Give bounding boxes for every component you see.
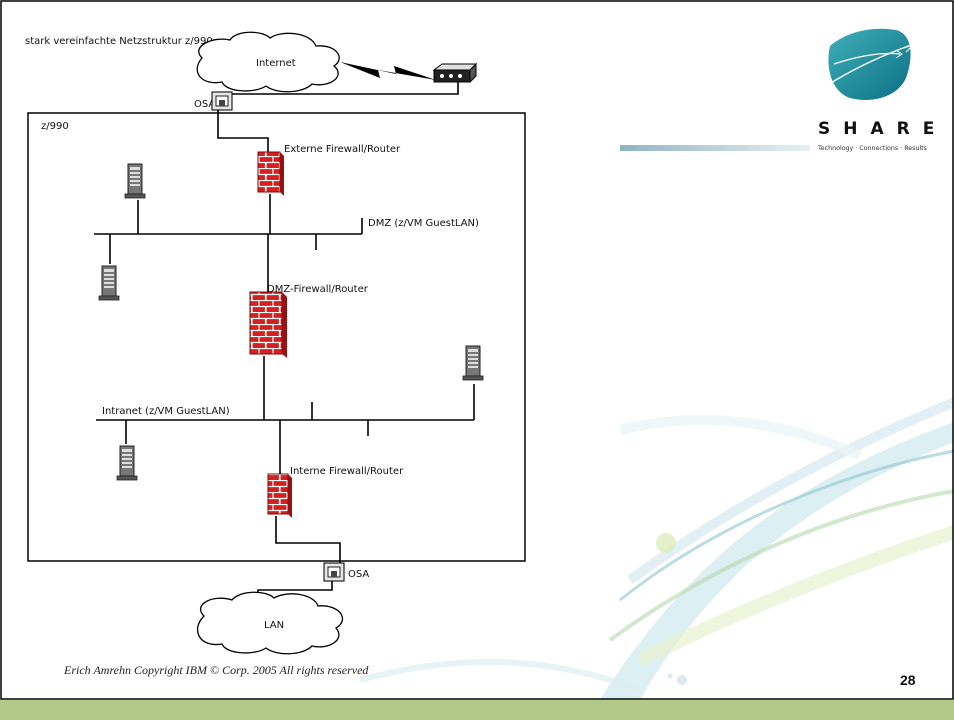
footer-copyright: Erich Amrehn Copyright IBM © Corp. 2005 … [64, 662, 394, 678]
dmz-firewall-icon [250, 292, 287, 358]
intranet-server-icon [117, 446, 137, 480]
page-number: 28 [900, 672, 916, 688]
share-tagline: Technology · Connections · Results [817, 145, 927, 152]
osa-bottom-icon [324, 563, 344, 581]
lan-label: LAN [264, 620, 284, 631]
logo-gradient-bar [620, 145, 810, 151]
internal-firewall-label: Interne Firewall/Router [290, 466, 404, 477]
bottom-color-band [0, 700, 954, 720]
share-logo [820, 29, 914, 100]
mainframe-label: z/990 [41, 121, 69, 132]
internal-firewall-icon [268, 474, 292, 518]
osa-top-icon [212, 92, 232, 110]
lightning-icon [340, 62, 436, 80]
intranet-server-icon [463, 346, 483, 380]
dmz-server-icon [125, 164, 145, 198]
decorative-waves [360, 400, 954, 700]
external-firewall-icon [258, 152, 284, 196]
dmz-lan-label: DMZ (z/VM GuestLAN) [368, 218, 479, 229]
dmz-firewall-label: DMZ-Firewall/Router [267, 284, 369, 295]
diagram-title: stark vereinfachte Netzstruktur z/990 [25, 36, 213, 47]
modem-icon [434, 64, 476, 82]
osa-bottom-label: OSA [348, 569, 369, 580]
internet-label: Internet [256, 58, 296, 69]
intranet-lan-label: Intranet (z/VM GuestLAN) [102, 406, 230, 417]
dmz-server-icon [99, 266, 119, 300]
share-logo-text: SHARE [818, 119, 947, 139]
external-firewall-label: Externe Firewall/Router [284, 144, 401, 155]
